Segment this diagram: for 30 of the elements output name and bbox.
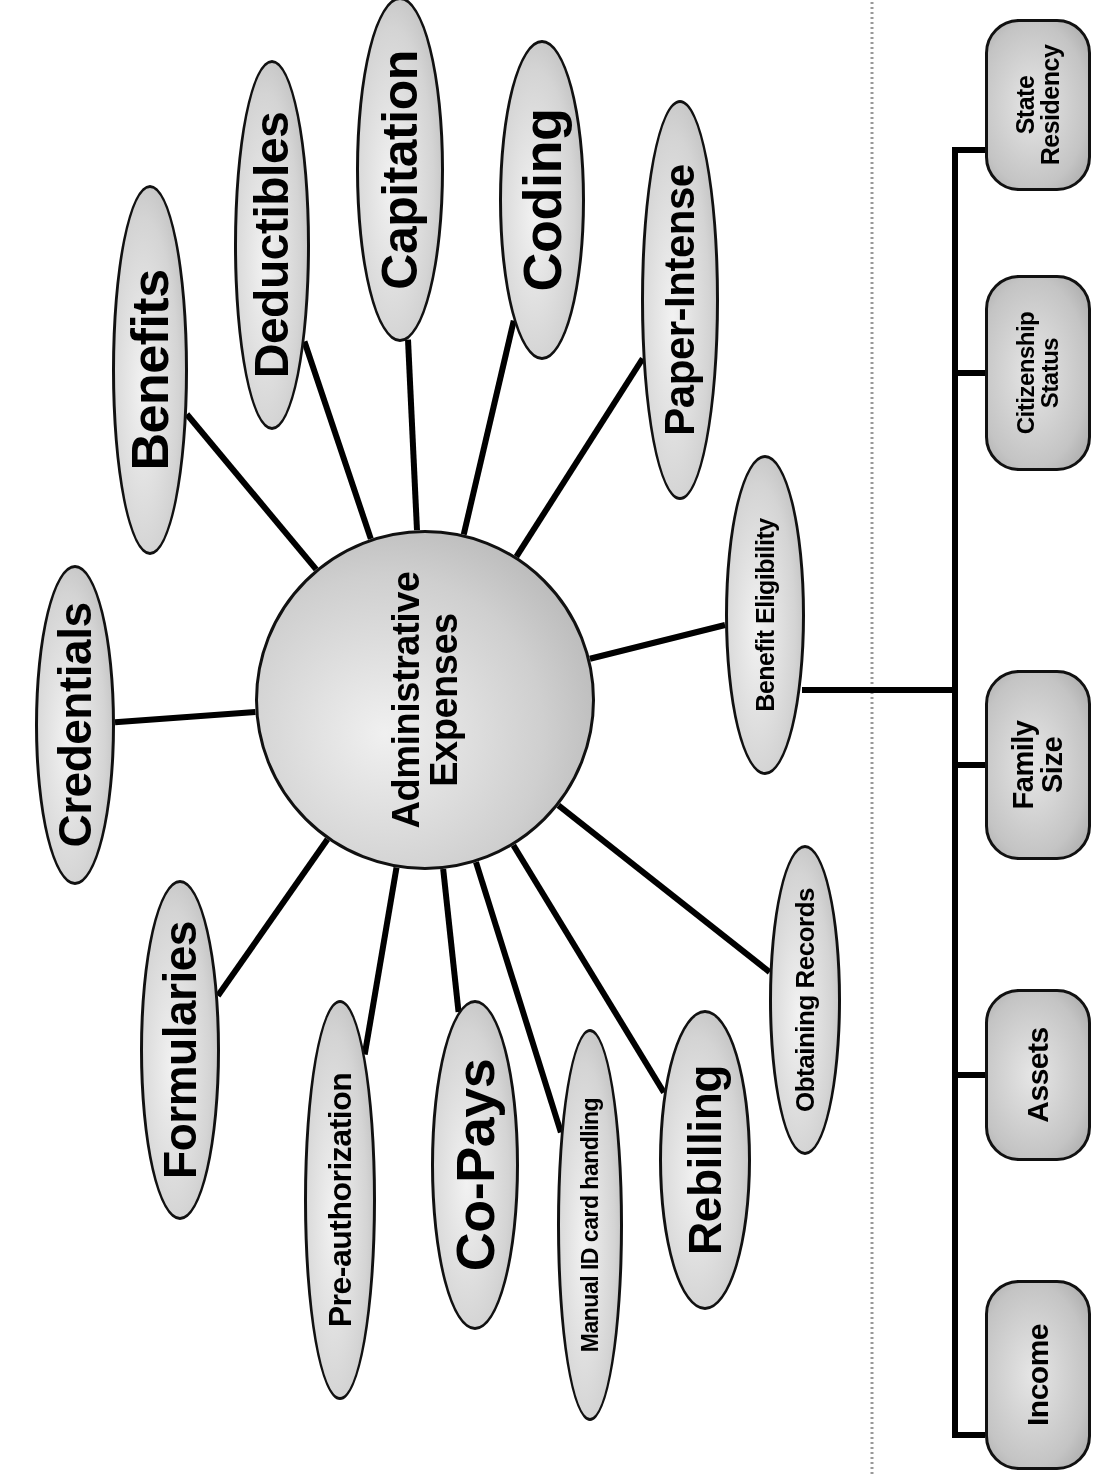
connector-line [405, 339, 420, 531]
connector-line [114, 709, 256, 726]
node-label: Family Size [1009, 719, 1067, 812]
node-label: Credentials [52, 602, 98, 848]
node-label: State Residency [1013, 43, 1063, 168]
node-label: Formularies [157, 921, 203, 1179]
node-label: Administrative Expenses [387, 570, 463, 831]
node-label: Pre-authorization [324, 1072, 356, 1328]
criteria-box [985, 19, 1091, 191]
node-label: Capitation [375, 50, 425, 290]
node-label: Obtaining Records [792, 887, 818, 1113]
connector-line [460, 320, 517, 536]
connector-line [510, 843, 667, 1095]
connector-line [473, 861, 564, 1134]
node-label: Assets [1023, 1027, 1053, 1123]
node-label: Benefit Eligibility [752, 518, 778, 712]
node-label: Manual ID card handling [578, 1097, 602, 1353]
node-label: Citizenship Status [1014, 310, 1062, 437]
connector-line [361, 867, 400, 1056]
connector-line [589, 622, 726, 662]
criteria-box [985, 989, 1091, 1161]
node-label: Paper-Intense [659, 164, 701, 436]
connector-line [301, 340, 374, 540]
connector-line [440, 868, 462, 1013]
node-label: Deductibles [248, 111, 296, 379]
node-label: Income [1023, 1324, 1053, 1426]
criteria-box [985, 1280, 1091, 1470]
criteria-box [985, 275, 1091, 471]
criteria-box [985, 670, 1091, 860]
node-label: Benefits [124, 269, 176, 471]
